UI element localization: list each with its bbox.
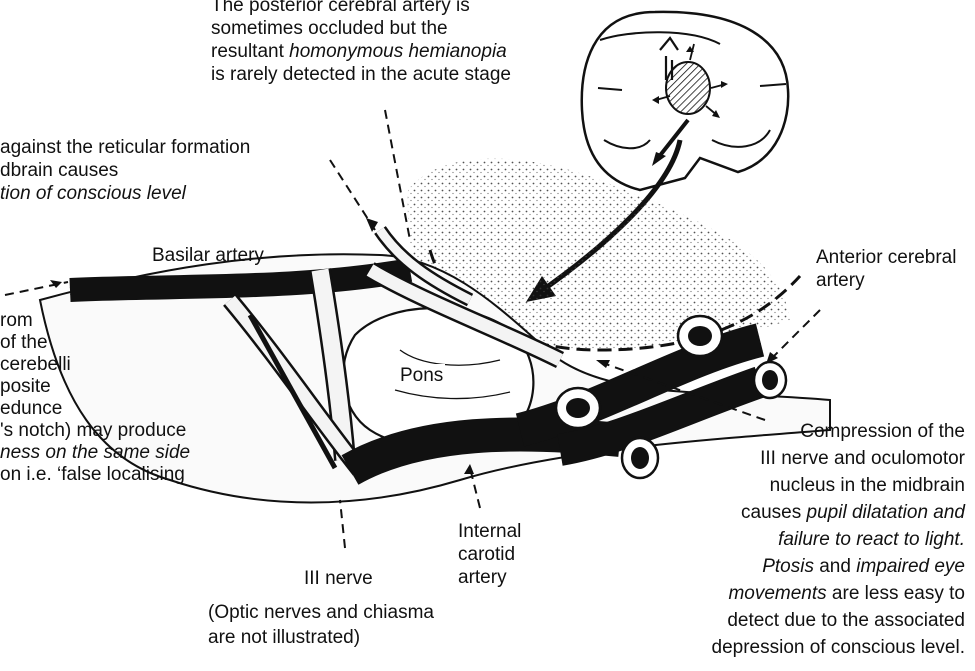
left-caption: rom of the cerebelli posite edunce 's no… [0,310,190,486]
aca-caption: Anterior cerebral artery [816,246,956,292]
pca-line-3b: homonymous hemianopia [289,41,507,62]
ica-line-2: carotid [458,543,521,566]
ica-line-3: artery [458,566,521,589]
comp-line-7: movements are less easy to [712,580,965,607]
aca-line-2: artery [816,269,956,292]
reticular-line-1: against the reticular formation [0,136,250,159]
comp-line-3: nucleus in the midbrain [712,472,965,499]
left-line-4: posite [0,376,190,398]
illustration-note: (Optic nerves and chiasma are not illust… [208,600,434,650]
comp-line-2: III nerve and oculomotor [712,445,965,472]
pca-line-1: The posterior cerebral artery is [211,0,511,17]
comp-line-8: detect due to the associated [712,607,965,634]
left-line-8: on i.e. ‘false localising [0,464,190,486]
brain-cross-section-inset [582,12,788,190]
comp-line-1: Compression of the [712,418,965,445]
comp-line-6a: Ptosis [762,556,814,577]
comp-line-4b: pupil dilatation and [807,502,965,523]
comp-line-6b: and [814,556,856,577]
comp-line-6: Ptosis and impaired eye [712,553,965,580]
note-line-1: (Optic nerves and chiasma [208,600,434,625]
third-nerve-label: III nerve [304,567,373,590]
reticular-caption: against the reticular formation dbrain c… [0,136,250,205]
comp-line-5: failure to react to light. [712,526,965,553]
comp-line-6c: impaired eye [856,556,965,577]
reticular-line-3: tion of conscious level [0,182,250,205]
basilar-artery-label: Basilar artery [152,244,264,267]
comp-line-9: depression of conscious level. [712,634,965,661]
left-line-2: of the [0,332,190,354]
compression-caption: Compression of the III nerve and oculomo… [712,418,965,661]
left-line-6: 's notch) may produce [0,420,190,442]
comp-line-4: causes pupil dilatation and [712,499,965,526]
pca-line-2: sometimes occluded but the [211,17,511,40]
note-line-2: are not illustrated) [208,625,434,650]
pca-caption: The posterior cerebral artery is sometim… [211,0,511,86]
comp-line-4a: causes [741,502,806,523]
left-line-5: edunce [0,398,190,420]
pca-line-3: resultant homonymous hemianopia [211,40,511,63]
comp-line-7a: movements [728,583,826,604]
ica-caption: Internal carotid artery [458,520,521,589]
reticular-line-2: dbrain causes [0,159,250,182]
aca-line-1: Anterior cerebral [816,246,956,269]
tumour-mass [666,62,710,114]
ica-line-1: Internal [458,520,521,543]
left-line-3: cerebelli [0,354,190,376]
left-line-1: rom [0,310,190,332]
pca-line-3a: resultant [211,41,289,62]
pons-label: Pons [398,364,445,387]
comp-line-7b: are less easy to [827,583,965,604]
pca-line-4: is rarely detected in the acute stage [211,63,511,86]
left-line-7: ness on the same side [0,442,190,464]
